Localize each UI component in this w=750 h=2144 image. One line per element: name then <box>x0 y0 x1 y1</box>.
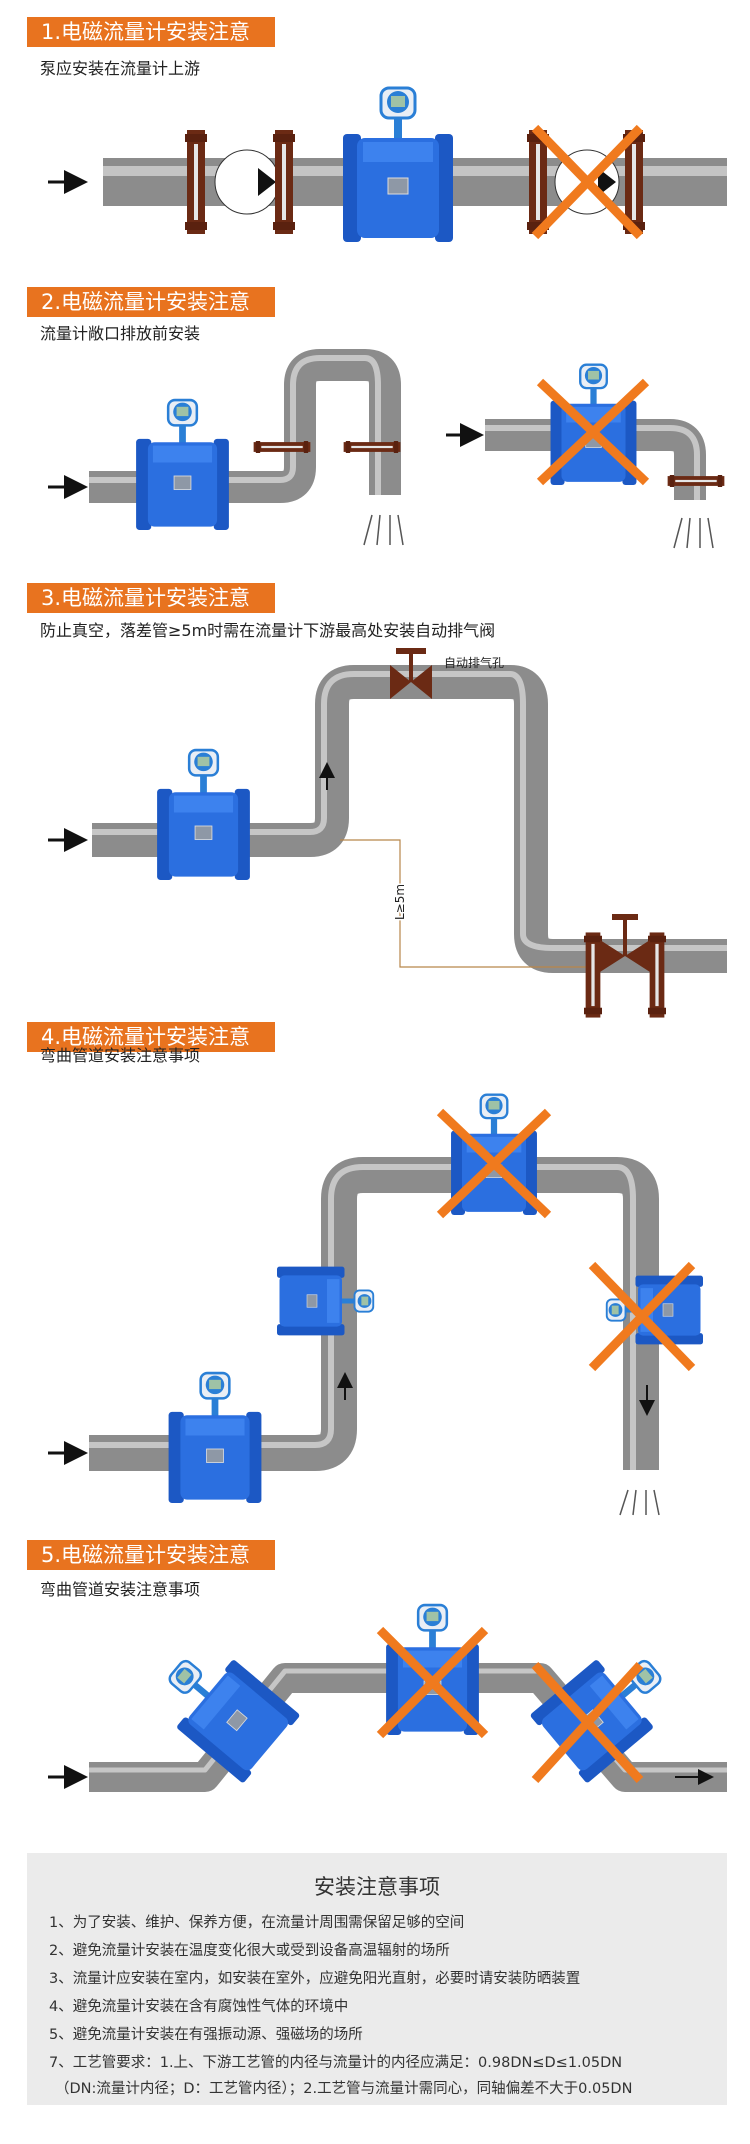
gate-valve <box>584 914 666 1018</box>
note-line: 7、工艺管要求：1.上、下游工艺管的内径与流量计的内径应满足：0.98DN≤D≤… <box>49 2055 623 2071</box>
flange <box>253 441 311 453</box>
section-2-subtitle: 流量计敞口排放前安装 <box>40 324 201 343</box>
discharge-spray-icon <box>673 517 714 549</box>
flowmeter <box>155 748 252 880</box>
cross-icon <box>531 1661 644 1784</box>
pipe <box>89 349 401 503</box>
cross-icon <box>531 124 644 240</box>
flange <box>584 932 602 1018</box>
flange <box>527 130 549 234</box>
pump-ok <box>214 149 280 215</box>
cross-icon <box>436 1108 552 1219</box>
discharge-spray-icon <box>363 514 404 546</box>
note-line: （DN:流量计内径；D：工艺管内径）；2.工艺管与流量计需同心，同轴偏差不大于0… <box>55 2081 633 2097</box>
flange <box>648 932 666 1018</box>
cross-icon <box>376 1626 489 1739</box>
flowmeter <box>145 1633 302 1786</box>
installation-diagrams: 自动排气孔 L≥5m <box>48 86 727 1792</box>
note-line: 2、避免流量计安装在温度变化很大或受到设备高温辐射的场所 <box>49 1943 450 1959</box>
diagram-3: 自动排气孔 L≥5m <box>48 648 727 1018</box>
section-5-header: 5.电磁流量计安装注意 <box>27 1540 275 1570</box>
installation-notes-panel: 安装注意事项 1、为了安装、维护、保养方便，在流量计周围需保留足够的空间 2、避… <box>27 1853 727 2105</box>
diagram-4 <box>48 1093 703 1516</box>
diagram-1 <box>48 86 727 242</box>
flowmeter <box>167 1371 263 1503</box>
flowmeter <box>343 86 453 242</box>
flange <box>185 130 207 234</box>
note-line: 3、流量计应安装在室内，如安装在室外，应避免阳光直射，必要时请安装防晒装置 <box>49 1971 581 1987</box>
pipe <box>485 419 706 500</box>
note-line: 4、避免流量计安装在含有腐蚀性气体的环境中 <box>49 1999 349 2015</box>
cross-icon <box>536 378 650 486</box>
section-2-header: 2.电磁流量计安装注意 <box>27 287 275 317</box>
cross-icon <box>588 1261 696 1372</box>
flowmeter <box>134 398 231 530</box>
section-4-header: 4.电磁流量计安装注意 <box>27 1022 275 1052</box>
notes-title: 安装注意事项 <box>314 1875 440 1899</box>
section-3-subtitle: 防止真空，落差管≥5m时需在流量计下游最高处安装自动排气阀 <box>40 621 496 640</box>
pipe <box>89 1157 659 1471</box>
diagram-2 <box>48 349 725 549</box>
air-release-valve <box>390 648 432 699</box>
section-1-subtitle: 泵应安装在流量计上游 <box>40 59 201 78</box>
section-3-header: 3.电磁流量计安装注意 <box>27 583 275 613</box>
section-1-header: 1.电磁流量计安装注意 <box>27 17 275 47</box>
flange <box>667 475 725 487</box>
flange <box>343 441 401 453</box>
flange <box>273 130 295 234</box>
section-4-subtitle: 弯曲管道安装注意事项 <box>40 1046 201 1065</box>
section-5-subtitle: 弯曲管道安装注意事项 <box>40 1580 201 1599</box>
discharge-spray-icon <box>619 1489 660 1516</box>
air-valve-label: 自动排气孔 <box>444 655 504 670</box>
height-label: L≥5m <box>393 884 407 920</box>
flowmeter <box>277 1265 375 1337</box>
note-line: 5、避免流量计安装在有强振动源、强磁场的场所 <box>49 2027 363 2043</box>
diagram-5 <box>48 1603 727 1792</box>
note-line: 1、为了安装、维护、保养方便，在流量计周围需保留足够的空间 <box>49 1915 465 1931</box>
height-dimension-line <box>340 839 603 968</box>
